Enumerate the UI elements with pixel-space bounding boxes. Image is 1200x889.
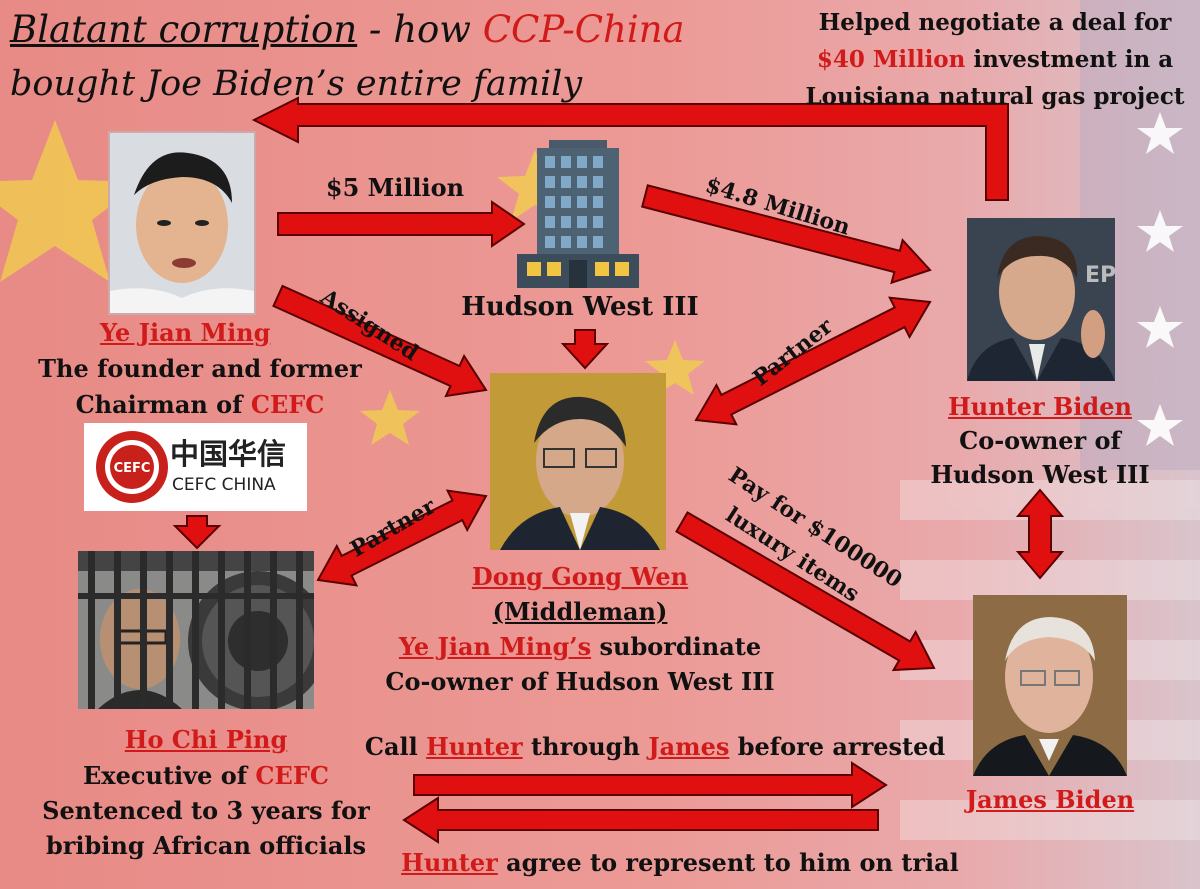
deal-note-line2: $40 Million investment in a [800,41,1190,78]
dong-role: (Middleman) [492,597,668,626]
hunter-desc-1: Co-owner of [959,426,1121,455]
dong-sub-rest: subordinate [591,632,762,661]
page-subtitle: bought Joe Biden’s entire family [10,64,583,104]
ye-desc-2-pre: Chairman of [75,390,251,419]
deal-note-line1: Helped negotiate a deal for [818,9,1172,36]
page-title: Blatant corruption - how CCP-China [10,8,685,51]
svg-text:EP: EP [1085,263,1115,288]
call-text: Call Hunter through James before arreste… [360,732,950,761]
ye-desc-2-cefc: CEFC [250,390,325,419]
hunter-desc-2: Hudson West III [930,460,1150,489]
ho-name: Ho Chi Ping [124,725,288,754]
dong-name: Dong Gong Wen [471,562,689,591]
cefc-logo: CEFC 中国华信 CEFC CHINA [84,423,307,511]
hunter-name: Hunter Biden [948,392,1132,421]
title-how: - how [357,8,483,51]
title-blatant: Blatant corruption [10,8,358,51]
agree-text: Hunter agree to represent to him on tria… [400,848,960,877]
us-stars-icon [1137,112,1183,446]
deal-note-line3: Louisiana natural gas project [805,83,1185,110]
call-text-3: before arrested [729,732,946,761]
building-icon [517,140,639,288]
james-biden-photo [973,595,1127,776]
cefc-logo-cn: 中国华信 [170,437,287,471]
ho-desc-2: Sentenced to 3 years for [42,796,370,825]
ho-chi-ping-photo [78,551,314,709]
deal-amount: $40 Million [816,46,966,73]
ye-desc-1: The founder and former [38,354,362,383]
call-hunter: Hunter [426,732,523,761]
dong-sub: Ye Jian Ming’s subordinate [360,632,800,661]
call-james: James [648,732,730,761]
cefc-logo-en: CEFC CHINA [172,475,276,495]
deal-note-line2-rest: investment in a [965,46,1174,73]
title-ccp: CCP-China [482,8,685,51]
james-name: James Biden [965,785,1135,814]
agree-hunter: Hunter [401,848,498,877]
label-five-million: $5 Million [325,173,465,202]
cefc-badge-icon: CEFC [96,431,168,503]
ho-desc-1-pre: Executive of [83,761,256,790]
ye-desc-2: Chairman of CEFC [0,390,400,419]
hunter-biden-photo: EP [967,218,1115,381]
dong-co: Co-owner of Hudson West III [385,667,775,696]
dong-gong-wen-photo [490,373,666,550]
ye-jian-ming-photo [108,131,256,315]
ho-desc-1: Executive of CEFC [6,761,406,790]
ho-desc-1-cefc: CEFC [255,761,329,790]
deal-note: Helped negotiate a deal for $40 Million … [800,4,1190,115]
call-text-2: through [522,732,649,761]
agree-rest: agree to represent to him on trial [497,848,959,877]
ye-name: Ye Jian Ming [100,318,271,347]
dong-sub-name: Ye Jian Ming’s [398,632,592,661]
hudson-label: Hudson West III [461,292,699,322]
cefc-badge-text: CEFC [114,461,151,476]
call-text-1: Call [364,732,427,761]
ho-desc-3: bribing African officials [45,831,366,860]
